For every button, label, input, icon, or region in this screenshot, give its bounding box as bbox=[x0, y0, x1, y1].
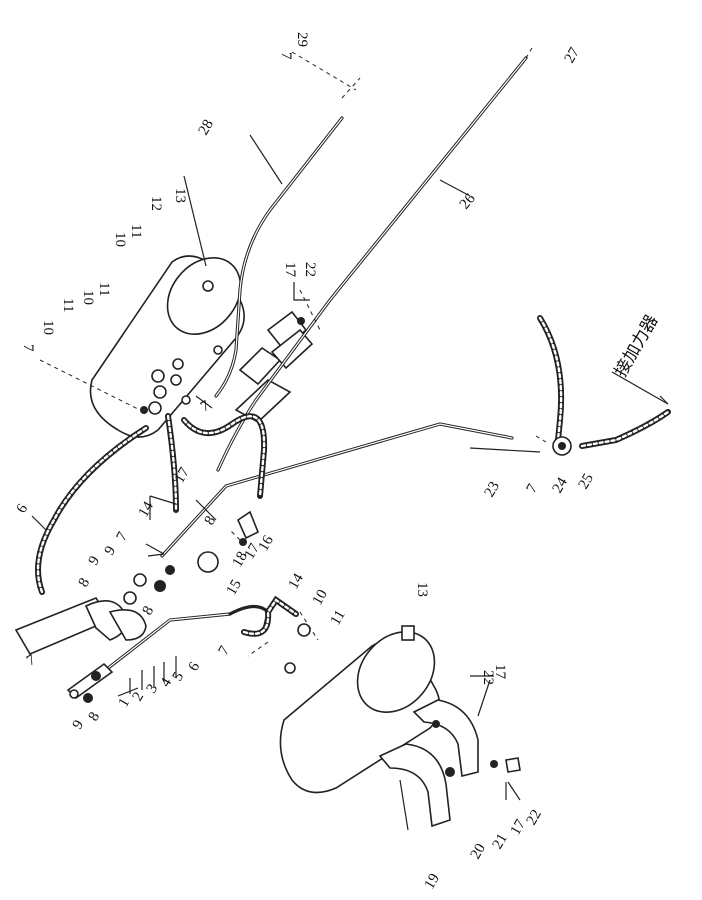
upper-tank-brackets bbox=[234, 310, 314, 423]
label-17: 17 bbox=[492, 664, 508, 680]
leader-lines bbox=[31, 47, 669, 831]
label-29: 29 bbox=[294, 32, 310, 47]
label-10: 10 bbox=[80, 290, 96, 305]
lower-tank-brackets bbox=[378, 699, 521, 828]
label-7: 7 bbox=[24, 652, 39, 670]
label-11: 11 bbox=[96, 282, 112, 296]
label-7: 7 bbox=[216, 643, 234, 658]
label-17: 17 bbox=[282, 262, 298, 278]
label-9: 9 bbox=[70, 718, 88, 732]
label-8: 8 bbox=[202, 514, 220, 528]
label-2: 2 bbox=[130, 690, 148, 704]
label-10: 10 bbox=[310, 587, 331, 608]
fitting-24 bbox=[552, 436, 572, 456]
label-14: 14 bbox=[286, 571, 308, 592]
to-booster-annotation: 接加力器 bbox=[611, 312, 662, 381]
lower-air-tank bbox=[279, 625, 441, 794]
label-22: 22 bbox=[480, 670, 496, 685]
label-24: 24 bbox=[550, 475, 572, 496]
label-25: 25 bbox=[576, 471, 597, 492]
label-11: 11 bbox=[128, 224, 144, 238]
label-11: 11 bbox=[328, 607, 349, 628]
label-19: 19 bbox=[422, 871, 443, 892]
label-22: 22 bbox=[524, 807, 545, 828]
label-11: 11 bbox=[60, 298, 76, 312]
label-7: 7 bbox=[20, 344, 36, 352]
label-14: 14 bbox=[136, 499, 158, 520]
label-9: 9 bbox=[102, 544, 120, 558]
label-13: 13 bbox=[414, 582, 430, 597]
label-9: 9 bbox=[86, 554, 104, 568]
label-27: 27 bbox=[562, 45, 584, 66]
label-8: 8 bbox=[86, 710, 104, 724]
label-26: 26 bbox=[457, 190, 479, 212]
label-7: 7 bbox=[114, 529, 132, 544]
label-6: 6 bbox=[14, 501, 32, 516]
label-21: 21 bbox=[490, 831, 511, 852]
small-fittings bbox=[83, 510, 311, 703]
label-7: 7 bbox=[524, 481, 542, 496]
label-10: 10 bbox=[40, 320, 56, 335]
label-15: 15 bbox=[224, 577, 245, 598]
upper-air-tank bbox=[89, 255, 245, 438]
brake-valve-assembly bbox=[14, 597, 147, 700]
label-13: 13 bbox=[172, 188, 188, 203]
flexible-hoses bbox=[35, 315, 671, 637]
label-22: 22 bbox=[302, 262, 318, 277]
steel-pipes bbox=[78, 56, 528, 692]
label-8: 8 bbox=[76, 576, 94, 590]
label-12: 12 bbox=[148, 196, 164, 211]
label-8: 8 bbox=[140, 604, 158, 618]
label-10: 10 bbox=[112, 232, 128, 247]
label-23: 23 bbox=[482, 479, 503, 500]
label-20: 20 bbox=[468, 841, 489, 862]
label-6: 6 bbox=[186, 659, 204, 674]
label-28: 28 bbox=[196, 117, 217, 138]
label-7: 7 bbox=[278, 52, 294, 60]
label-18: 18 bbox=[230, 549, 251, 570]
